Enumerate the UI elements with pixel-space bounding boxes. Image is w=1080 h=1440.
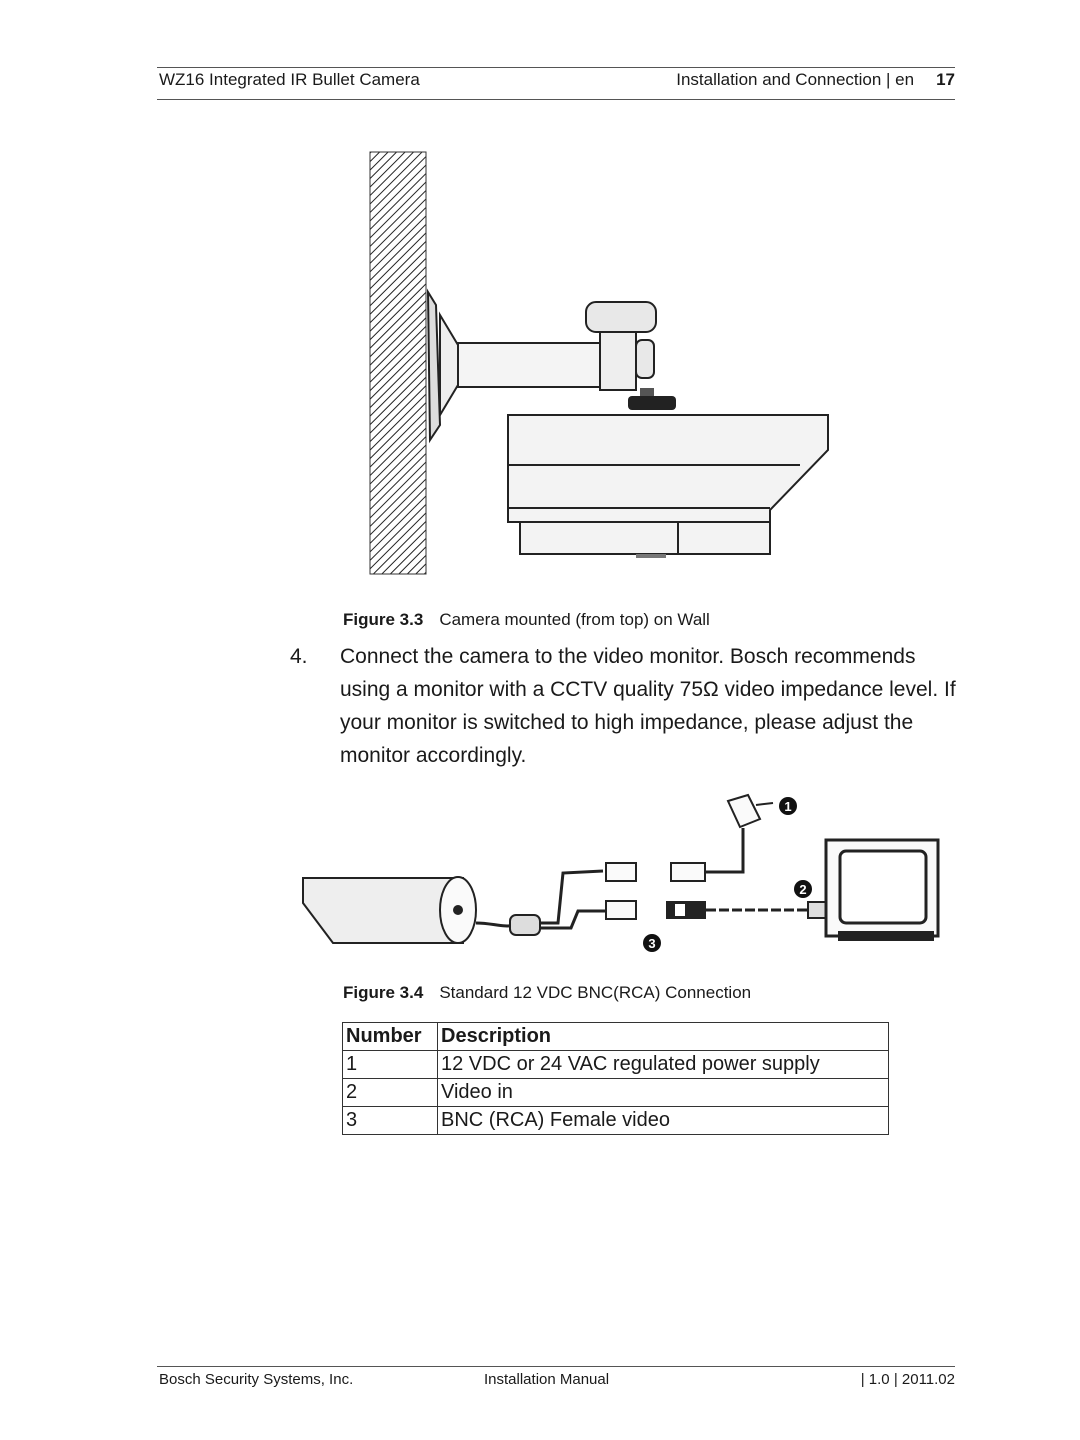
step-number: 4.: [290, 645, 308, 668]
figure-3-3-label: Figure 3.3: [343, 610, 424, 629]
header-section: Installation and Connection | en 17: [676, 70, 955, 90]
callout-2-label: 2: [799, 882, 806, 897]
step-text: Connect the camera to the video monitor.…: [340, 645, 956, 767]
page-number: 17: [936, 70, 955, 89]
column-header-number: Number: [342, 1022, 438, 1051]
figure-3-3-text: Camera mounted (from top) on Wall: [439, 610, 710, 629]
table-row: 3 BNC (RCA) Female video: [342, 1106, 889, 1135]
cell-number: 3: [342, 1106, 438, 1135]
figure-3-3-caption: Figure 3.3 Camera mounted (from top) on W…: [343, 610, 710, 630]
header-section-label: Installation and Connection | en: [676, 70, 915, 89]
callout-3-label: 3: [648, 936, 655, 951]
header-bottom-rule: [157, 99, 955, 100]
callout-2: [794, 880, 812, 898]
header-title: WZ16 Integrated IR Bullet Camera: [159, 70, 420, 89]
footer-version: | 1.0 | 2011.02: [860, 1371, 955, 1388]
connection-legend-table: Number Description 1 12 VDC or 24 VAC re…: [342, 1022, 889, 1135]
column-header-description: Description: [437, 1022, 889, 1051]
footer-manual: Installation Manual: [484, 1371, 610, 1388]
page-header: WZ16 Integrated IR Bullet Camera Install…: [157, 70, 955, 92]
figure-connection-diagram: 1 2 3: [302, 793, 940, 952]
camera-body: [507, 414, 829, 523]
camera-video-plug: [605, 900, 637, 920]
figure-3-4-label: Figure 3.4: [343, 983, 424, 1002]
table-row: 2 Video in: [342, 1078, 889, 1107]
footer-company: Bosch Security Systems, Inc.: [159, 1371, 354, 1388]
figure-3-4-text: Standard 12 VDC BNC(RCA) Connection: [439, 983, 752, 1002]
cell-description: BNC (RCA) Female video: [437, 1106, 889, 1135]
callout-1: [779, 797, 797, 815]
header-top-rule: [157, 67, 955, 68]
callout-1-label: 1: [784, 799, 791, 814]
table-header-row: Number Description: [342, 1022, 889, 1051]
power-adapter: [726, 793, 762, 829]
camera-power-plug: [605, 862, 637, 882]
mount-arm: [457, 342, 604, 388]
callout-3: [643, 934, 661, 952]
diagram-camera: [302, 877, 464, 944]
footer-rule: [157, 1366, 955, 1367]
cell-number: 2: [342, 1078, 438, 1107]
wall-hatch: [369, 151, 427, 575]
table-row: 1 12 VDC or 24 VAC regulated power suppl…: [342, 1050, 889, 1079]
figure-camera-wall-mount: [369, 151, 829, 575]
figure-3-4-caption: Figure 3.4 Standard 12 VDC BNC(RCA) Conne…: [343, 983, 751, 1003]
cell-number: 1: [342, 1050, 438, 1079]
cell-description: Video in: [437, 1078, 889, 1107]
mount-plate: [426, 288, 442, 444]
cell-description: 12 VDC or 24 VAC regulated power supply: [437, 1050, 889, 1079]
